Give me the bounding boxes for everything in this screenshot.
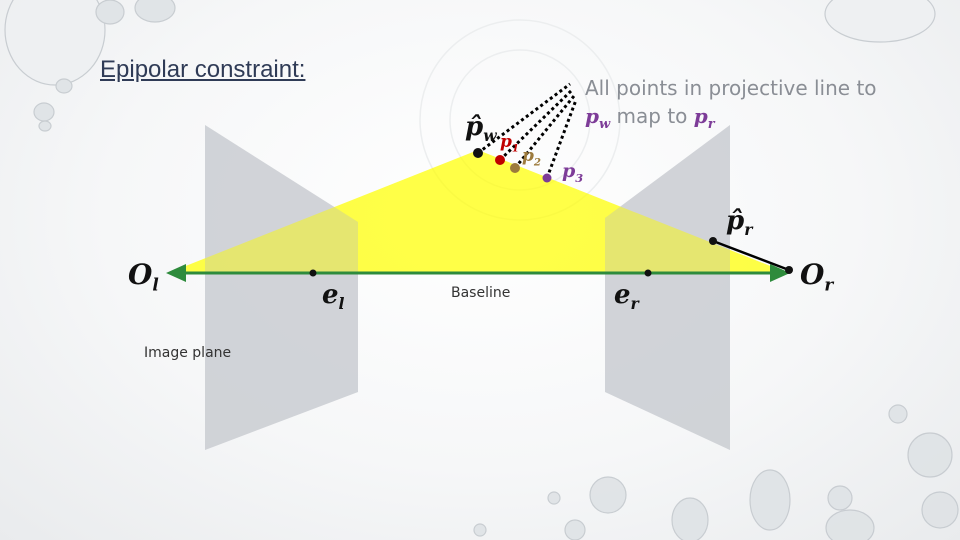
note-line-2: pw map to pr — [585, 102, 877, 139]
point-pw — [473, 148, 483, 158]
water-droplets — [4, 0, 959, 540]
label-pw: p̂w — [465, 112, 497, 146]
left-image-plane — [205, 125, 358, 450]
point-or — [785, 266, 793, 274]
right-image-plane — [605, 125, 730, 450]
label-p1: p1 — [500, 132, 519, 155]
baseline-arrow — [166, 264, 790, 282]
point-p3 — [542, 173, 552, 183]
point-pr — [709, 237, 717, 245]
label-p3: p3 — [562, 160, 584, 185]
label-p2: p2 — [522, 146, 541, 169]
diagram-title: Epipolar constraint: — [100, 56, 306, 83]
baseline-label: Baseline — [451, 285, 511, 301]
note-line-1: All points in projective line to — [585, 76, 877, 100]
label-ol: Ol — [128, 258, 159, 295]
projection-rays — [477, 82, 578, 179]
note-var-pr: p — [693, 104, 708, 128]
right-plane-overlay — [605, 125, 730, 450]
right-ray — [712, 239, 790, 272]
note-var-pw: p — [585, 104, 599, 128]
label-el: el — [322, 280, 345, 314]
label-pr: p̂r — [726, 206, 753, 240]
label-er: er — [614, 280, 639, 314]
image-plane-label: Image plane — [144, 345, 232, 361]
constraint-note: All points in projective line to pw map … — [585, 74, 877, 139]
point-p1 — [495, 155, 505, 165]
epipolar-triangle — [168, 150, 788, 273]
point-p2 — [510, 163, 520, 173]
point-el — [309, 269, 317, 277]
note-var-pr-sub: r — [707, 117, 715, 132]
note-var-pw-sub: w — [598, 117, 611, 132]
left-plane-overlay — [205, 125, 358, 450]
label-or: Or — [800, 258, 834, 295]
point-er — [644, 269, 652, 277]
note-mid: map to — [610, 104, 694, 128]
